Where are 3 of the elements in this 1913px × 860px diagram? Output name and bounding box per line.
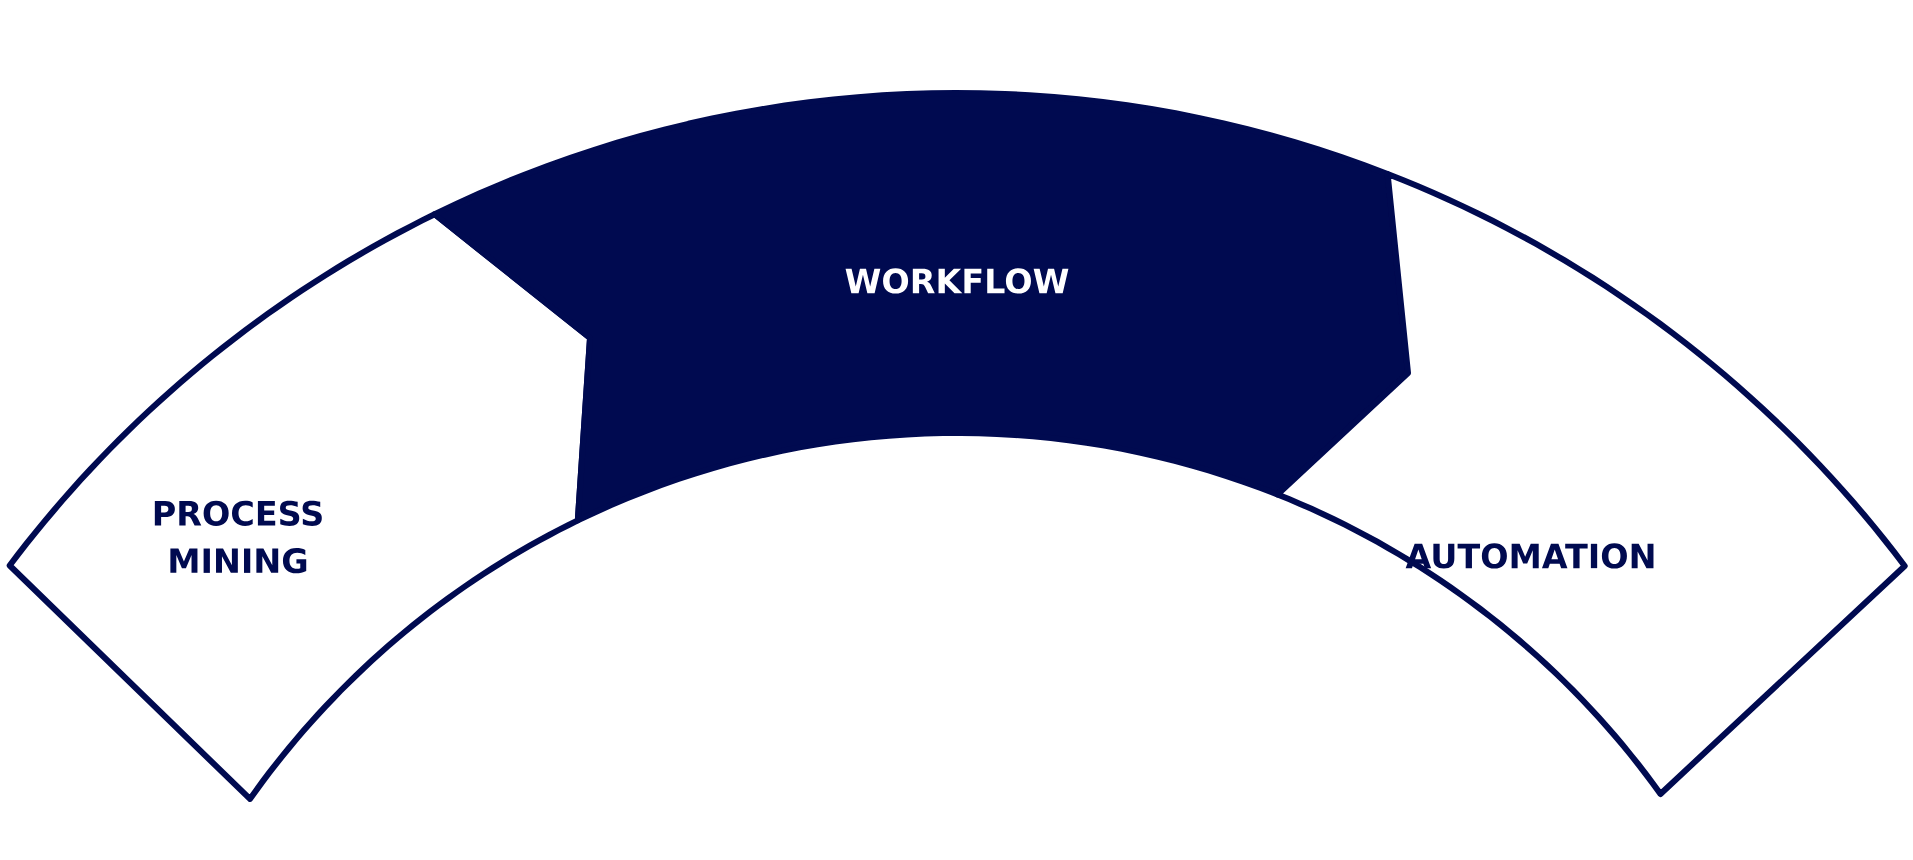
arc-segment: WORKFLOW — [431, 90, 1411, 524]
arc-segment: PROCESS MINING — [6, 211, 593, 802]
arc-segment: AUTOMATION — [1274, 170, 1908, 797]
